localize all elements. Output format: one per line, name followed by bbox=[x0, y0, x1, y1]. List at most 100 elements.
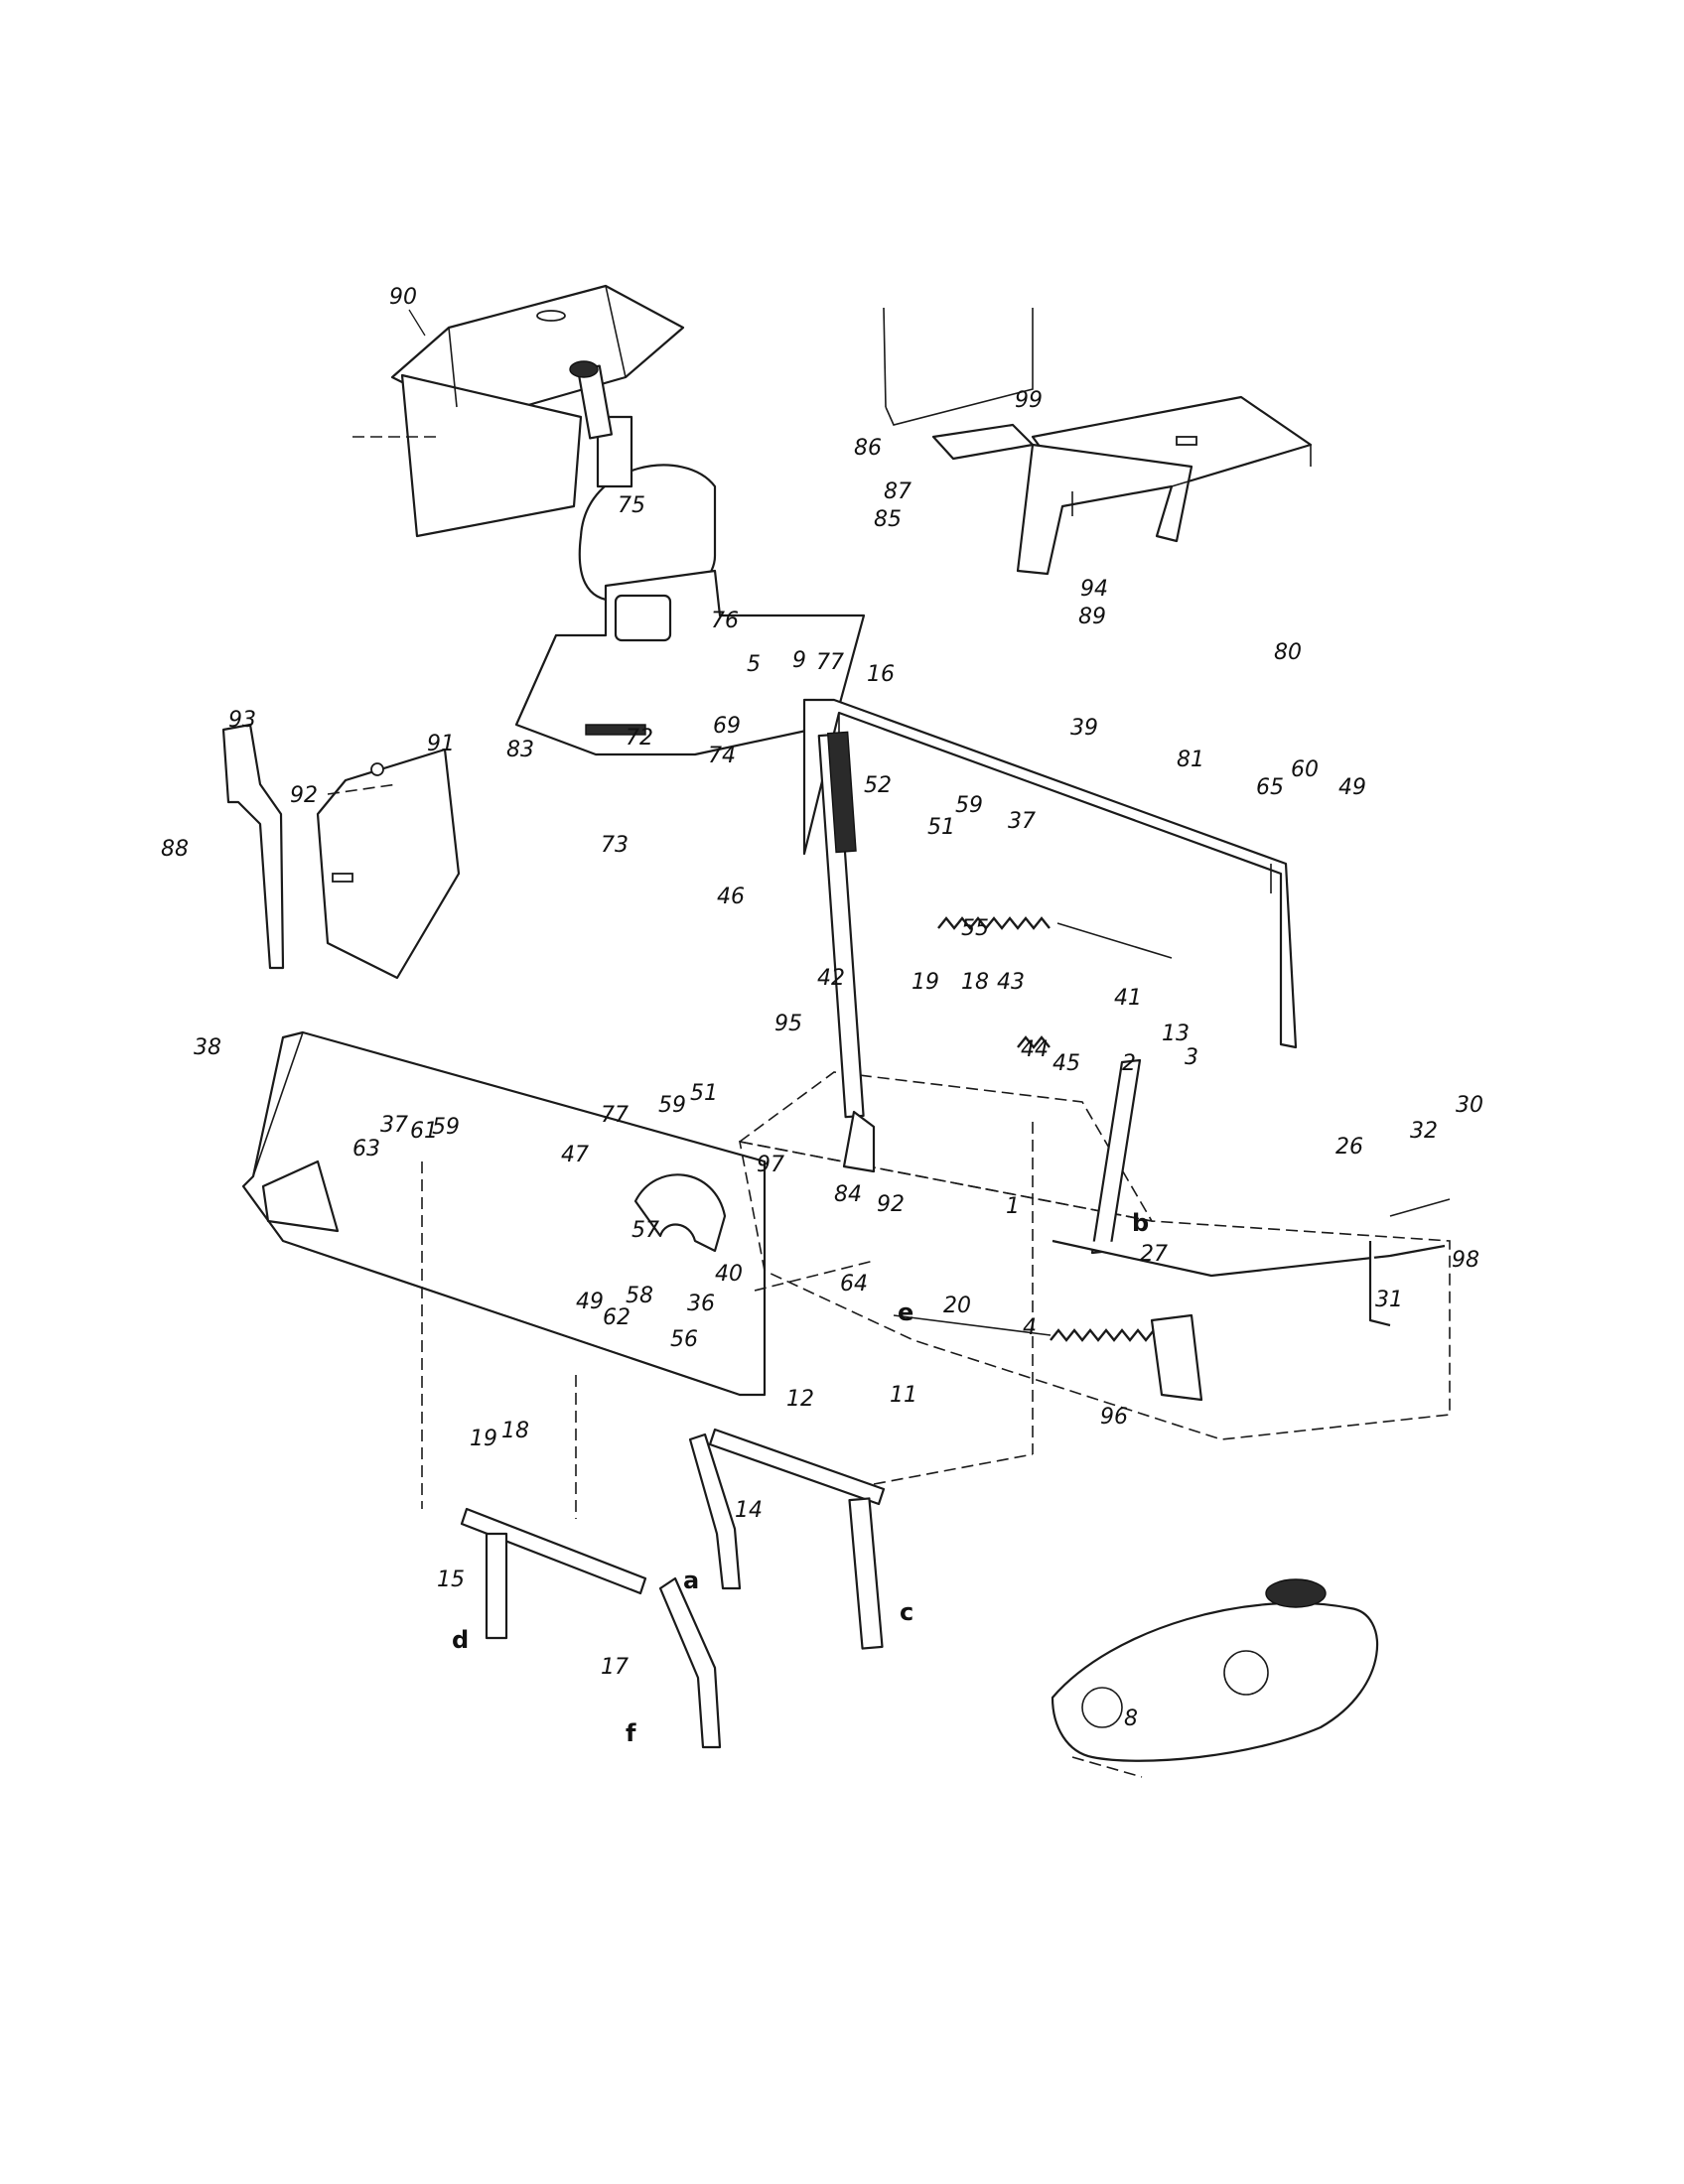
callout-92b: 92 bbox=[877, 1192, 905, 1217]
callout-36: 36 bbox=[687, 1292, 715, 1316]
callout-9: 9 bbox=[792, 648, 806, 673]
callout-60: 60 bbox=[1291, 757, 1319, 782]
callout-30: 30 bbox=[1456, 1093, 1483, 1118]
callout-95: 95 bbox=[774, 1012, 802, 1036]
callout-58: 58 bbox=[626, 1284, 653, 1308]
callout-45: 45 bbox=[1052, 1051, 1080, 1076]
callout-94: 94 bbox=[1080, 577, 1108, 602]
callout-19: 19 bbox=[912, 970, 939, 995]
callout-84: 84 bbox=[834, 1182, 862, 1207]
callout-72: 72 bbox=[626, 726, 653, 751]
lift-rods-part bbox=[460, 1428, 886, 1749]
callout-52: 52 bbox=[864, 773, 892, 798]
callout-47: 47 bbox=[561, 1143, 589, 1167]
side-panel-part bbox=[221, 723, 461, 980]
callout-51: 51 bbox=[927, 815, 955, 840]
fuel-tank-part bbox=[514, 360, 866, 756]
callout-16: 16 bbox=[867, 662, 895, 687]
callout-14: 14 bbox=[735, 1498, 763, 1523]
callout-5: 5 bbox=[747, 652, 761, 677]
callout-4: 4 bbox=[1023, 1315, 1037, 1340]
callout-86: 86 bbox=[854, 436, 882, 461]
mower-deck-part bbox=[1051, 1578, 1379, 1778]
callout-32: 32 bbox=[1410, 1119, 1438, 1144]
callout-41: 41 bbox=[1114, 986, 1142, 1011]
marker-e: e bbox=[898, 1298, 913, 1326]
callout-57: 57 bbox=[632, 1218, 659, 1243]
callout-31: 31 bbox=[1375, 1288, 1403, 1312]
marker-c: c bbox=[900, 1598, 913, 1626]
callout-39: 39 bbox=[1070, 716, 1098, 741]
spring-parts bbox=[893, 916, 1173, 1342]
callout-74: 74 bbox=[708, 744, 736, 768]
callout-44: 44 bbox=[1021, 1037, 1049, 1062]
callout-76: 76 bbox=[711, 609, 739, 633]
callout-13: 13 bbox=[1162, 1022, 1190, 1046]
callout-59c: 59 bbox=[432, 1115, 460, 1140]
callout-46: 46 bbox=[717, 885, 745, 909]
callout-90: 90 bbox=[389, 285, 417, 310]
callout-11: 11 bbox=[890, 1383, 917, 1408]
callout-75: 75 bbox=[618, 493, 645, 518]
left-rail-part bbox=[241, 1030, 767, 1397]
center-linkage-part bbox=[1052, 1058, 1451, 1402]
callout-64: 64 bbox=[840, 1272, 868, 1297]
callout-1: 1 bbox=[1006, 1194, 1020, 1219]
callout-17: 17 bbox=[601, 1655, 629, 1680]
callout-12: 12 bbox=[786, 1387, 814, 1412]
marker-f: f bbox=[626, 1719, 636, 1747]
letter-markers: a b c d e f bbox=[452, 1209, 1149, 1747]
callout-56: 56 bbox=[670, 1327, 698, 1352]
callout-92: 92 bbox=[290, 783, 318, 808]
callout-38: 38 bbox=[194, 1035, 221, 1060]
callout-81: 81 bbox=[1177, 748, 1204, 772]
callout-98: 98 bbox=[1452, 1248, 1479, 1273]
callout-83: 83 bbox=[506, 738, 534, 762]
callout-20: 20 bbox=[943, 1294, 971, 1318]
marker-a: a bbox=[683, 1567, 699, 1594]
callout-59: 59 bbox=[955, 793, 983, 818]
callout-65: 65 bbox=[1256, 775, 1284, 800]
lever-part bbox=[817, 731, 876, 1173]
callout-49b: 49 bbox=[576, 1290, 604, 1314]
callout-8: 8 bbox=[1124, 1706, 1138, 1731]
callout-93: 93 bbox=[228, 708, 256, 733]
callout-73: 73 bbox=[601, 833, 629, 858]
callout-63: 63 bbox=[352, 1137, 380, 1161]
callout-51b: 51 bbox=[690, 1081, 718, 1106]
callout-3: 3 bbox=[1185, 1045, 1198, 1070]
marker-d: d bbox=[452, 1626, 469, 1654]
callout-49: 49 bbox=[1338, 775, 1366, 800]
callout-77b: 77 bbox=[601, 1103, 629, 1128]
callout-69: 69 bbox=[713, 714, 741, 739]
callout-62: 62 bbox=[603, 1305, 631, 1330]
callout-91: 91 bbox=[427, 732, 455, 756]
callout-87: 87 bbox=[884, 479, 912, 504]
callout-37b: 37 bbox=[380, 1113, 408, 1138]
callout-26: 26 bbox=[1335, 1135, 1363, 1160]
fender-cover-part bbox=[390, 284, 685, 538]
pan-box-part bbox=[738, 1071, 1451, 1440]
callout-37: 37 bbox=[1008, 809, 1036, 834]
callout-2: 2 bbox=[1122, 1051, 1136, 1076]
callout-labels: 90 75 76 99 86 87 85 94 89 80 81 5 9 77 … bbox=[161, 285, 1483, 1731]
reference-lines bbox=[327, 436, 1034, 1519]
callout-88: 88 bbox=[161, 837, 189, 862]
callout-96: 96 bbox=[1100, 1405, 1128, 1430]
marker-b: b bbox=[1132, 1209, 1149, 1237]
callout-19b: 19 bbox=[470, 1427, 497, 1451]
callout-80: 80 bbox=[1274, 640, 1302, 665]
callout-40: 40 bbox=[715, 1262, 743, 1287]
seat-bracket-part bbox=[883, 307, 1313, 576]
callout-18: 18 bbox=[961, 970, 989, 995]
callout-18b: 18 bbox=[501, 1419, 529, 1443]
callout-15: 15 bbox=[437, 1568, 465, 1592]
callout-85: 85 bbox=[874, 507, 902, 532]
callout-43: 43 bbox=[997, 970, 1025, 995]
callout-99: 99 bbox=[1015, 388, 1043, 413]
callout-97: 97 bbox=[757, 1153, 784, 1177]
callout-42: 42 bbox=[817, 966, 845, 991]
callout-27: 27 bbox=[1140, 1242, 1168, 1267]
callout-59b: 59 bbox=[658, 1093, 686, 1118]
